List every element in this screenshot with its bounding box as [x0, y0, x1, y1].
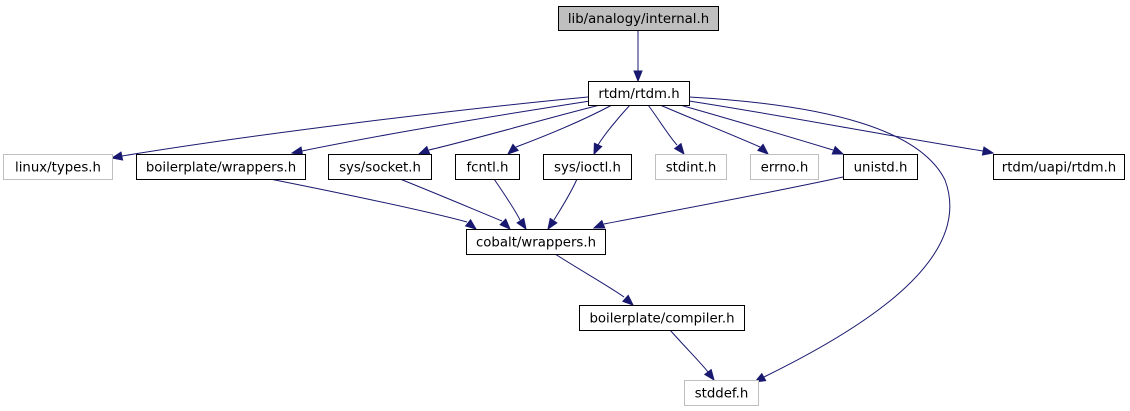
edge-cobalt-wrappers-to-bp-compiler [554, 253, 635, 306]
node-box [466, 229, 606, 255]
edge-unistd-to-cobalt-wrappers [592, 176, 844, 229]
edge-bp-wrappers-to-cobalt-wrappers [269, 178, 478, 230]
node-box [543, 154, 632, 180]
node-box [455, 154, 520, 180]
edge-line [515, 104, 613, 148]
edge-line [688, 96, 951, 378]
node-box [136, 154, 306, 180]
arrowhead-icon [622, 294, 635, 306]
edge-rtdm-to-bp-wrappers [290, 100, 591, 156]
arrowhead-icon [673, 142, 685, 156]
arrowhead-icon [464, 218, 478, 230]
edge-rtdm-to-errno [659, 104, 770, 155]
edge-line [121, 96, 589, 157]
node-box [684, 380, 759, 406]
node-label: sys/socket.h [339, 161, 421, 176]
node-label: cobalt/wrappers.h [476, 236, 596, 251]
edge-rtdm-to-uapi-rtdm [688, 100, 995, 156]
node-box [750, 154, 819, 180]
edges-layer [110, 30, 995, 383]
node-label: rtdm/uapi/rtdm.h [1002, 161, 1116, 176]
arrowhead-icon [110, 151, 124, 161]
node-sys-socket-h[interactable]: sys/socket.h [328, 154, 432, 180]
node-rtdm-rtdm-h[interactable]: rtdm/rtdm.h [588, 81, 690, 106]
edge-line [659, 104, 761, 148]
edge-internal-to-rtdm [633, 30, 643, 83]
edge-line [647, 104, 678, 146]
edge-rtdm-to-fcntl [506, 104, 613, 155]
node-label: lib/analogy/internal.h [568, 12, 709, 27]
node-box [588, 81, 690, 106]
node-boilerplate-wrappers-h[interactable]: boilerplate/wrappers.h [136, 154, 306, 180]
edge-line [553, 178, 578, 221]
node-box [328, 154, 432, 180]
edge-rtdm-to-sys-ioctl [593, 104, 631, 156]
node-label: linux/types.h [15, 161, 101, 176]
arrowhead-icon [506, 143, 520, 155]
node-box [655, 154, 727, 180]
arrowhead-icon [290, 146, 304, 156]
arrowhead-icon [756, 143, 770, 155]
arrowhead-icon [499, 218, 511, 230]
node-box [3, 154, 113, 180]
node-label: sys/ioctl.h [554, 161, 621, 176]
node-label: unistd.h [854, 161, 908, 176]
edge-line [603, 176, 844, 225]
edge-line [669, 329, 709, 373]
node-label: stdint.h [666, 161, 717, 176]
arrowhead-icon [516, 217, 527, 231]
node-fcntl-h[interactable]: fcntl.h [455, 154, 520, 180]
node-linux-types-h: linux/types.h [3, 154, 113, 180]
node-sys-ioctl-h[interactable]: sys/ioctl.h [543, 154, 632, 180]
edge-line [493, 178, 521, 221]
arrowhead-icon [417, 145, 431, 155]
node-label: stddef.h [695, 387, 749, 402]
node-box [993, 154, 1125, 180]
node-unistd-h[interactable]: unistd.h [843, 154, 918, 180]
node-label: boilerplate/wrappers.h [146, 161, 296, 176]
node-box [558, 6, 719, 31]
arrowhead-icon [633, 70, 643, 83]
edge-line [679, 104, 834, 151]
arrowhead-icon [592, 219, 606, 229]
node-box [843, 154, 918, 180]
node-label: boilerplate/compiler.h [589, 312, 734, 327]
edge-rtdm-to-unistd [679, 104, 845, 155]
edge-sys-ioctl-to-cobalt-wrappers [547, 178, 578, 231]
node-cobalt-wrappers-h[interactable]: cobalt/wrappers.h [466, 229, 606, 255]
node-label: errno.h [761, 161, 809, 176]
edge-line [597, 104, 631, 146]
node-lib-analogy-internal-h[interactable]: lib/analogy/internal.h [558, 6, 719, 31]
node-rtdm-uapi-rtdm-h[interactable]: rtdm/uapi/rtdm.h [993, 154, 1125, 180]
edge-rtdm-to-linux-types [110, 96, 589, 161]
edge-sys-socket-to-cobalt-wrappers [399, 178, 511, 230]
arrowhead-icon [831, 145, 845, 155]
node-errno-h: errno.h [750, 154, 819, 180]
arrowhead-icon [703, 368, 715, 382]
nodes-layer: lib/analogy/internal.h rtdm/rtdm.h linux/t… [3, 6, 1125, 406]
arrowhead-icon [593, 142, 603, 156]
edge-line [554, 253, 625, 298]
edge-rtdm-to-stddef [688, 96, 951, 383]
node-label: rtdm/rtdm.h [598, 87, 679, 102]
arrowhead-icon [547, 217, 558, 231]
edge-line [688, 100, 984, 152]
arrowhead-icon [753, 372, 767, 383]
node-stddef-h: stddef.h [684, 380, 759, 406]
node-stdint-h: stdint.h [655, 154, 727, 180]
edge-line [428, 104, 601, 151]
node-label: fcntl.h [467, 161, 509, 176]
edge-line [269, 178, 468, 223]
node-boilerplate-compiler-h[interactable]: boilerplate/compiler.h [579, 305, 745, 331]
edge-bp-compiler-to-stddef [669, 329, 715, 382]
arrowhead-icon [981, 146, 995, 156]
edge-fcntl-to-cobalt-wrappers [493, 178, 527, 231]
node-box [579, 305, 745, 331]
edge-line [301, 100, 591, 152]
edge-rtdm-to-stdint [647, 104, 685, 156]
edge-line [399, 178, 503, 222]
